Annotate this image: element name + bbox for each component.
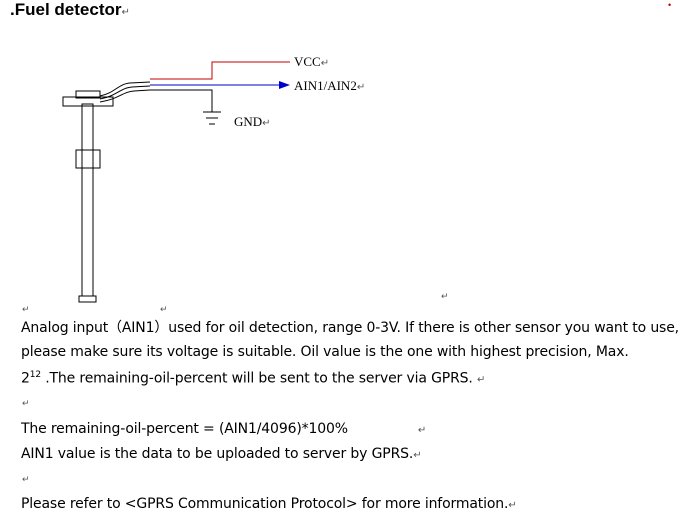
sensor-rod (81, 103, 94, 297)
exponent: 12 (29, 370, 41, 380)
paragraph-mark-icon: ↵ (417, 425, 427, 436)
paragraph-mark-icon: ↵ (320, 58, 330, 69)
section-heading: .Fuel detector↵ (10, 0, 130, 20)
red-marker-icon: • (668, 0, 672, 10)
formula-line: The remaining-oil-percent = (AIN1/4096)*… (21, 421, 427, 437)
paragraph-mark-icon: ↵ (22, 474, 30, 484)
paragraph-mark-icon: ↵ (413, 450, 422, 461)
paragraph-mark-icon: ↵ (508, 500, 517, 511)
heading-bullet: . (10, 0, 15, 19)
sensor-head (62, 96, 114, 107)
heading-title: Fuel detector (14, 0, 122, 19)
paragraph-mark-icon: ↵ (262, 118, 271, 129)
refer-line: Please refer to <GPRS Communication Prot… (21, 496, 517, 512)
fuel-sensor-diagram (62, 61, 290, 303)
body-line-3: 212 .The remaining-oil-percent will be s… (21, 370, 486, 387)
paragraph-mark-icon: ↵ (22, 304, 30, 314)
gnd-wire (150, 89, 213, 112)
sensor-foot (78, 295, 97, 303)
vcc-wire (150, 61, 290, 80)
sensor-cap (75, 90, 101, 99)
body-line-2: please make sure its voltage is suitable… (21, 344, 629, 360)
ain-arrow-icon (279, 81, 290, 89)
sensor-cable (99, 81, 151, 103)
paragraph-mark-icon: ↵ (441, 291, 449, 301)
gnd-label: GND↵ (234, 114, 271, 129)
vcc-label: VCC↵ (294, 54, 330, 69)
body-line-1: Analog input（AIN1）used for oil detection… (21, 320, 679, 336)
paragraph-mark-icon: ↵ (477, 374, 486, 386)
sensor-probe (62, 90, 114, 303)
paragraph-mark-icon: ↵ (22, 398, 30, 408)
paragraph-mark-icon: ↵ (121, 7, 130, 18)
paragraph-mark-icon: ↵ (356, 82, 366, 93)
ain-label: AIN1/AIN2↵ (294, 78, 366, 93)
sensor-collar (75, 149, 101, 169)
paragraph-mark-icon: ↵ (160, 304, 168, 314)
ground-symbol-icon (203, 111, 221, 125)
ain-note-line: AIN1 value is the data to be uploaded to… (21, 446, 422, 462)
